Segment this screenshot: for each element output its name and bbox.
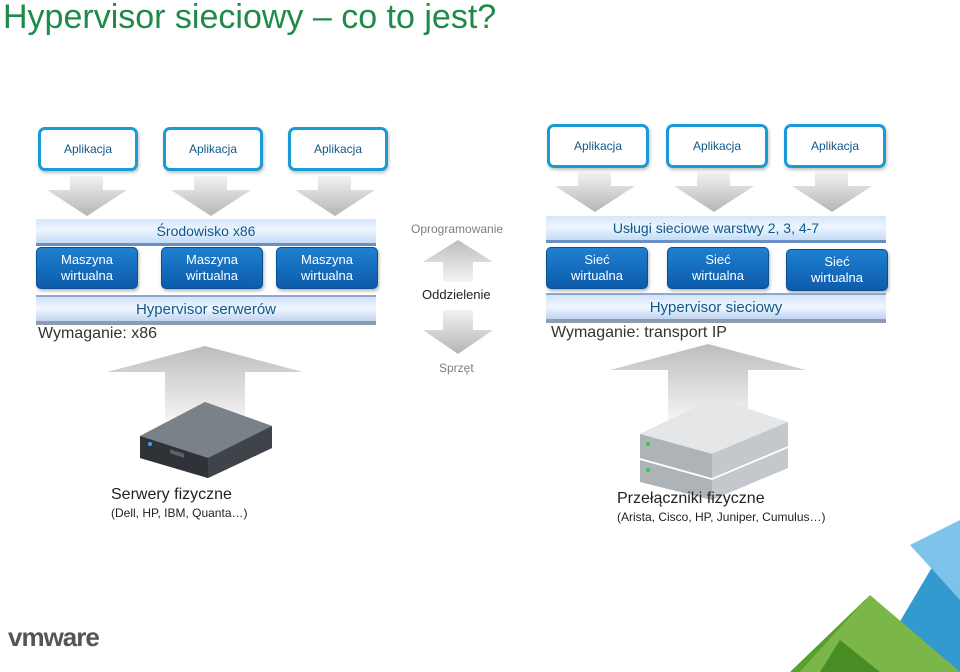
right-app-3: Aplikacja [784, 124, 886, 168]
virtual-network-1: Sieć wirtualna [546, 247, 648, 289]
down-arrow-icon [295, 176, 375, 216]
vmware-logo-text: vmware [8, 622, 100, 652]
virtual-machine-3: Maszyna wirtualna [276, 247, 378, 289]
environment-label: Środowisko x86 [156, 223, 256, 239]
server-icon [140, 402, 272, 478]
virtual-machine-2: Maszyna wirtualna [161, 247, 263, 289]
switch-icon [640, 398, 788, 500]
down-arrow-icon [792, 172, 872, 212]
virtual-network-2: Sieć wirtualna [667, 247, 769, 289]
virtual-network-3: Sieć wirtualna [786, 249, 888, 291]
right-app-1: Aplikacja [547, 124, 649, 168]
slide-title: Hypervisor sieciowy – co to jest? [3, 0, 497, 36]
down-arrow-icon [674, 172, 754, 212]
left-app-1: Aplikacja [38, 127, 138, 171]
servers-title: Serwery fizyczne [111, 486, 232, 503]
left-app-3: Aplikacja [288, 127, 388, 171]
environment-bar: Środowisko x86 [36, 219, 376, 246]
double-arrow-icon [423, 240, 493, 354]
network-hypervisor-label: Hypervisor sieciowy [649, 298, 783, 316]
software-label: Oprogramowanie [411, 222, 504, 236]
servers-vendors: (Dell, HP, IBM, Quanta…) [111, 506, 248, 520]
switches-title: Przełączniki fizyczne [617, 490, 765, 507]
down-arrow-icon [555, 172, 635, 212]
down-arrow-icon [47, 176, 127, 216]
left-requirement: Wymaganie: x86 [38, 325, 158, 342]
decorative-triangles [790, 520, 960, 672]
hardware-label: Sprzęt [439, 361, 474, 375]
up-arrow-icon [610, 344, 806, 420]
virtual-machine-1: Maszyna wirtualna [36, 247, 138, 289]
vmware-logo: vmware [8, 622, 100, 653]
network-hypervisor-bar: Hypervisor sieciowy [546, 293, 886, 323]
right-requirement: Wymaganie: transport IP [551, 324, 727, 341]
up-arrow-icon [107, 346, 303, 420]
down-arrow-icon [171, 176, 251, 216]
right-app-2: Aplikacja [666, 124, 768, 168]
separation-label: Oddzielenie [422, 287, 491, 302]
services-label: Usługi sieciowe warstwy 2, 3, 4-7 [612, 220, 820, 236]
server-hypervisor-label: Hypervisor serwerów [135, 300, 277, 318]
services-bar: Usługi sieciowe warstwy 2, 3, 4-7 [546, 216, 886, 243]
left-app-2: Aplikacja [163, 127, 263, 171]
server-hypervisor-bar: Hypervisor serwerów [36, 295, 376, 325]
switches-vendors: (Arista, Cisco, HP, Juniper, Cumulus…) [617, 510, 826, 524]
